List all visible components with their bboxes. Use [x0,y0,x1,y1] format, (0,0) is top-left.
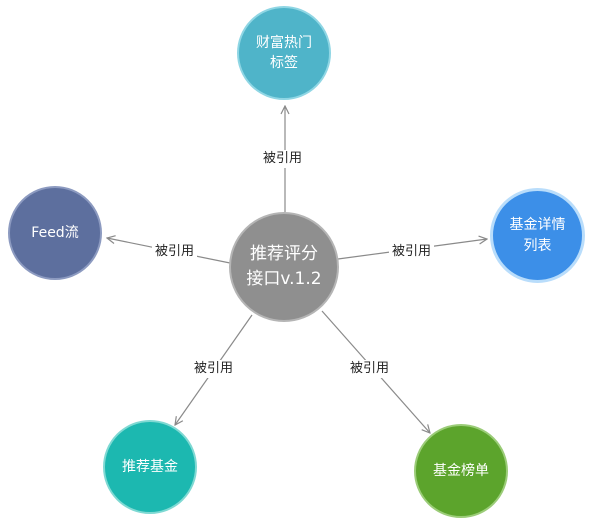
node-fund-detail-list-label: 基金详情 列表 [509,217,566,254]
node-wealth-hot-tags: 财富热门 标签 [237,6,331,100]
node-recommended-funds-label: 推荐基金 [122,458,178,475]
node-wealth-hot-tags-label: 财富热门 标签 [256,34,312,71]
node-recommend-score-api: 推荐评分 接口v.1.2 [229,212,339,322]
edge-left-label: 被引用 [152,243,198,261]
edge-top-label: 被引用 [260,150,306,168]
node-fund-detail-list: 基金详情 列表 [490,188,585,283]
edge-bottom-right-label: 被引用 [347,360,393,378]
node-feed-stream-label: Feed流 [31,224,79,241]
node-recommended-funds: 推荐基金 [103,420,197,514]
node-fund-ranking-label: 基金榜单 [433,462,489,479]
edge-right-label: 被引用 [389,243,435,261]
node-feed-stream: Feed流 [8,186,102,280]
node-recommend-score-api-label: 推荐评分 接口v.1.2 [246,244,322,289]
node-fund-ranking: 基金榜单 [414,424,508,518]
edge-bottom-left-label: 被引用 [191,360,237,378]
